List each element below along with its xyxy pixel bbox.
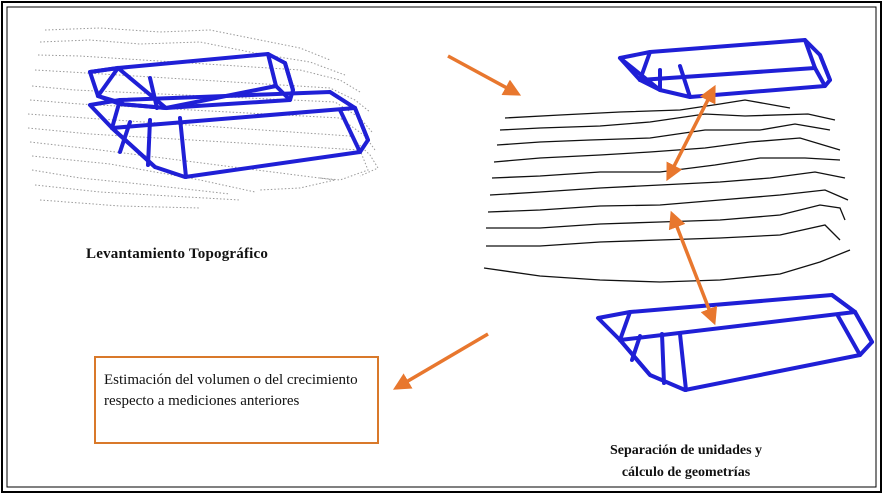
label-topographic-survey: Levantamiento Topográfico [86, 246, 269, 262]
label-separation-line2: cálculo de geometrías [621, 465, 751, 480]
volume-estimation-text: Estimación del volumen o del crecimiento… [104, 372, 358, 409]
inner-frame [6, 6, 877, 488]
label-separation: Separación de unidades y cálculo de geom… [566, 440, 806, 484]
survey-block-lower [88, 90, 370, 179]
separated-block-top [618, 38, 832, 99]
volume-estimation-box: Estimación del volumen o del crecimiento… [94, 356, 379, 444]
arrow-top-block-link [666, 84, 716, 182]
label-separation-line1: Separación de unidades y [609, 443, 763, 458]
arrow-to-separation [447, 54, 522, 96]
dotted-contours [27, 27, 379, 209]
flow-arrows [392, 54, 718, 390]
arrow-to-estimation [392, 332, 489, 390]
solid-contours [483, 99, 851, 283]
arrow-bottom-block-link [668, 210, 718, 326]
separated-block-bottom [596, 293, 874, 392]
